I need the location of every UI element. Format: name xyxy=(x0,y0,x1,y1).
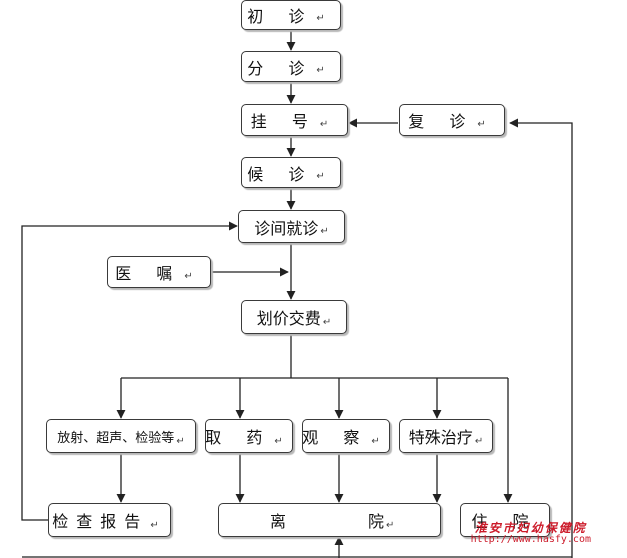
return-mark: ↵ xyxy=(474,436,484,447)
loop-baogao-zhenjian xyxy=(21,221,238,521)
return-mark: ↵ xyxy=(316,171,335,182)
return-mark: ↵ xyxy=(316,13,335,24)
return-mark: ↵ xyxy=(319,119,339,130)
node-chuzhen: 初 诊↵ xyxy=(241,0,341,30)
node-zhuyuan-label: 住 院 xyxy=(471,512,539,531)
node-houzhen-label: 候 诊 xyxy=(247,164,315,184)
node-baogao-label: 检查报告 xyxy=(52,512,149,531)
watermark: 淮安市妇幼保健院 http://www.hasfy.com xyxy=(471,522,591,545)
node-guahao: 挂 号↵ xyxy=(241,104,348,136)
node-jiancha-label: 放射、超声、检验等 xyxy=(57,430,175,446)
node-houzhen: 候 诊↵ xyxy=(241,157,341,188)
node-guancha: 观 察↵ xyxy=(302,419,390,453)
node-liyuan-label-b: 院 xyxy=(368,512,385,531)
node-zhuyuan: 住 院 xyxy=(460,503,550,537)
node-liyuan-label-a: 离 xyxy=(270,512,287,531)
node-chuzhen-label: 初 诊 xyxy=(247,7,315,26)
node-teshu: 特殊治疗↵ xyxy=(399,419,493,453)
node-guancha-label: 观 察 xyxy=(302,428,370,447)
node-fuzhen: 复 诊↵ xyxy=(399,104,505,136)
return-mark: ↵ xyxy=(274,436,293,447)
return-mark: ↵ xyxy=(184,271,203,282)
node-baogao: 检查报告↵ xyxy=(48,503,171,537)
return-mark: ↵ xyxy=(150,520,167,531)
node-fenzhen-label: 分 诊 xyxy=(247,58,315,78)
watermark-url: http://www.hasfy.com xyxy=(470,533,591,545)
node-quyao: 取 药↵ xyxy=(205,419,293,453)
return-mark: ↵ xyxy=(322,317,332,328)
node-zhenjian-label: 诊间就诊 xyxy=(254,218,319,238)
node-yizhu-label: 医 嘱 xyxy=(115,264,183,283)
node-jiancha: 放射、超声、检验等↵ xyxy=(46,419,196,453)
node-fenzhen: 分 诊↵ xyxy=(241,51,341,82)
node-huajia: 划价交费↵ xyxy=(241,300,347,334)
loop-bottom-to-fuzhen xyxy=(509,118,573,558)
node-yizhu: 医 嘱↵ xyxy=(107,256,211,288)
node-guahao-label: 挂 号 xyxy=(250,112,318,131)
node-teshu-label: 特殊治疗 xyxy=(408,428,473,447)
node-quyao-label: 取 药 xyxy=(205,428,273,447)
return-mark: ↵ xyxy=(477,119,496,130)
return-mark: ↵ xyxy=(176,436,185,447)
node-liyuan: 离 院↵ xyxy=(218,503,441,537)
node-fuzhen-label: 复 诊 xyxy=(408,112,476,131)
return-mark: ↵ xyxy=(316,65,335,76)
watermark-name: 淮安市妇幼保健院 xyxy=(474,521,587,535)
return-mark: ↵ xyxy=(320,226,329,237)
node-zhenjian: 诊间就诊↵ xyxy=(238,210,345,243)
node-huajia-label: 划价交费 xyxy=(256,309,321,328)
return-mark: ↵ xyxy=(386,520,395,531)
return-mark: ↵ xyxy=(371,436,390,447)
